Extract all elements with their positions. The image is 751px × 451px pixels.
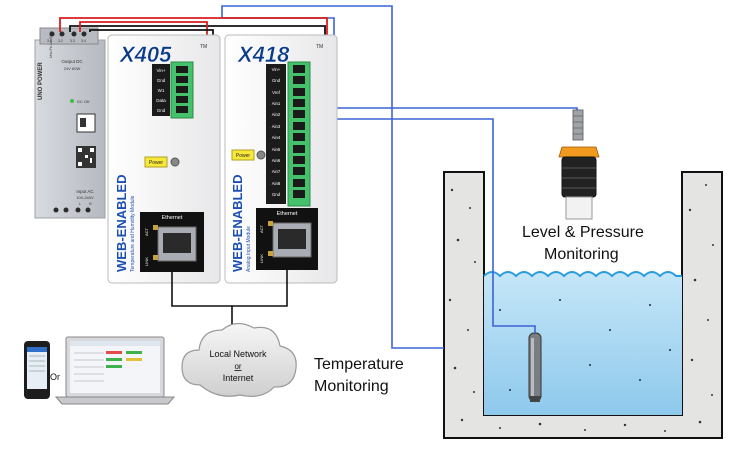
x418-terminal-ain7: Ain7 [272, 169, 281, 174]
psu-model-label: Uno-Ps-1ac/24dc [49, 31, 53, 58]
water-surface [483, 271, 682, 278]
x405-logo: X405 [118, 42, 172, 67]
x405-tm: TM [200, 44, 207, 50]
x405-power-led [170, 157, 180, 167]
x405-power-label: Power [149, 160, 164, 166]
psu-input-spec: 100-240V [76, 195, 94, 200]
x418-terminal-gnd2: Gnd [272, 192, 281, 197]
x418-ethernet-cable [231, 270, 288, 325]
concrete-speckles [448, 184, 714, 432]
x418-ethernet-label: Ethernet [277, 211, 298, 217]
psu-input-title: Input AC [76, 189, 94, 194]
level-pressure-label: Level & Pressure Monitoring [522, 222, 644, 266]
client-devices: Or [24, 336, 176, 405]
x418-side-text: WEB-ENABLED [230, 175, 245, 273]
x418-terminal-block [287, 61, 311, 207]
x418-terminal-ain6: Ain6 [272, 158, 281, 163]
x405-terminal-labels: Vin+ Gnd W1 Data Gnd [152, 64, 170, 116]
x405-link-label: LINK [144, 257, 149, 266]
network-label-line3: Internet [223, 373, 254, 383]
x418-terminal-vref: Vref [272, 90, 281, 95]
x418-terminal-ain1: Ain1 [272, 101, 281, 106]
x418-tm: TM [316, 44, 323, 50]
x418-terminal-labels [266, 64, 286, 204]
x405-act-label: ACT [144, 227, 149, 236]
x418-terminal-ain8: Ain8 [272, 181, 281, 186]
x418-side-subtext: Analog Input Module [246, 226, 252, 272]
x405-module: X405 TM Vin+ Gnd W1 Data Gnd Power WEB-E… [107, 34, 221, 284]
x418-act-label: ACT [259, 224, 264, 233]
level-wire [307, 107, 578, 110]
level-label-line1: Level & Pressure [522, 224, 644, 241]
x418-terminal-ain4: Ain4 [272, 135, 281, 140]
psu-top-terminal-2: 3.2 [58, 39, 63, 43]
psu-top-terminal-1: 3.1 [47, 39, 52, 43]
tank-wall [443, 171, 723, 439]
x405-terminal-block [170, 61, 194, 119]
psu-terminal-n: N [89, 202, 92, 206]
x418-terminal-ain2: Ain2 [272, 112, 281, 117]
x418-link-label: LINK [259, 254, 264, 263]
pressure-probe [528, 332, 542, 402]
laptop [54, 336, 176, 405]
power-supply: UNO POWER Uno-Ps-1ac/24dc Output DC 24V … [34, 27, 106, 219]
x418-module: X418 TM Vin+ Gnd Vref Ain1 Ain2 Ain3 Ain… [224, 34, 338, 284]
network-label-line2: or [234, 362, 241, 371]
x405-terminal-gnd1: Gnd [157, 78, 166, 83]
water [484, 272, 682, 415]
x405-terminal-gnd2: Gnd [157, 108, 166, 113]
x418-power-label: Power [236, 153, 251, 159]
psu-top-terminal-4: 3.4 [81, 39, 86, 43]
psu-output-spec: 24V 60W [64, 66, 81, 71]
psu-dc-ok-label: DC OK [77, 99, 90, 104]
level-label-line2: Monitoring [544, 246, 619, 263]
temp-label-line1: Temperature [314, 356, 404, 373]
network-label-line1: Local Network [209, 349, 267, 359]
psu-top-terminal-3: 3.3 [70, 39, 75, 43]
x405-ethernet-cable [171, 272, 232, 307]
x405-terminal-data: Data [156, 98, 166, 103]
ethernet-cables [171, 270, 288, 325]
psu-output-title: Output DC [61, 59, 83, 64]
x405-terminal-vin: Vin+ [156, 68, 165, 73]
x405-ethernet-label: Ethernet [162, 215, 183, 221]
dc-ok-led [70, 99, 74, 103]
pressure-wire [307, 118, 536, 333]
temperature-label: Temperature Monitoring [314, 354, 404, 398]
x405-side-subtext: Temperature and Humidity Module [130, 195, 136, 272]
temp-label-line2: Monitoring [314, 378, 389, 395]
x418-power-led [256, 150, 266, 160]
x418-terminal-ain3: Ain3 [272, 124, 281, 129]
psu-brand-label: UNO POWER [38, 62, 44, 100]
x418-logo: X418 [236, 42, 290, 67]
network-cloud: Local Network or Internet [181, 322, 297, 397]
psu-terminal-l: L [79, 202, 81, 206]
level-sensor [558, 109, 600, 220]
smartphone [24, 341, 50, 399]
x418-terminal-ain5: Ain5 [272, 147, 281, 152]
x405-terminal-w1: W1 [158, 88, 165, 93]
water-dots [499, 299, 671, 391]
or-label: Or [50, 372, 60, 382]
x418-terminal-gnd1: Gnd [272, 78, 281, 83]
x418-terminal-vin: Vin+ [272, 67, 281, 72]
x405-side-text: WEB-ENABLED [114, 175, 129, 273]
